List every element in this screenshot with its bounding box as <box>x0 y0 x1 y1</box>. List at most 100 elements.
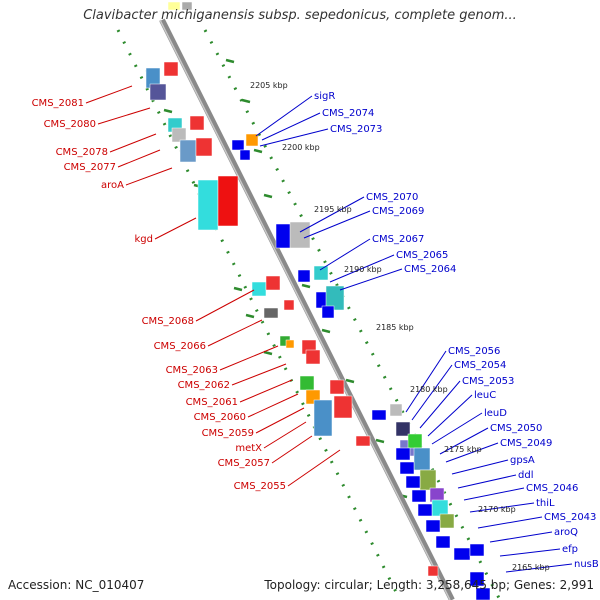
gene-feature[interactable] <box>435 535 451 549</box>
forward-gene-label[interactable]: CMS_2065 <box>396 250 448 261</box>
gene-feature[interactable] <box>217 175 239 227</box>
kbp-label: 2200 kbp <box>282 143 320 152</box>
reverse-gene-label[interactable]: CMS_2077 <box>64 162 116 173</box>
reverse-gene-label[interactable]: CMS_2059 <box>202 428 254 439</box>
forward-gene-label[interactable]: CMS_2050 <box>490 423 542 434</box>
gene-feature[interactable] <box>231 139 245 151</box>
gene-feature[interactable] <box>329 379 345 395</box>
scale-tick <box>241 98 251 104</box>
gene-feature[interactable] <box>171 127 187 143</box>
gene-feature[interactable] <box>413 447 431 471</box>
gene-feature[interactable] <box>275 223 293 249</box>
gene-feature[interactable] <box>265 275 281 291</box>
gene-feature[interactable] <box>149 83 167 101</box>
forward-gene-label[interactable]: thiL <box>536 498 555 509</box>
forward-gene-label[interactable]: CMS_2074 <box>322 108 374 119</box>
gene-features <box>145 1 491 600</box>
gene-feature[interactable] <box>355 435 371 447</box>
gene-feature[interactable] <box>425 519 441 533</box>
reverse-gene-label[interactable]: CMS_2057 <box>218 458 270 469</box>
reverse-gene-label[interactable]: CMS_2063 <box>166 365 218 376</box>
forward-gene-label[interactable]: CMS_2053 <box>462 376 514 387</box>
forward-gene-label[interactable]: sigR <box>314 91 335 102</box>
gene-feature[interactable] <box>325 285 345 311</box>
gene-feature[interactable] <box>313 399 333 437</box>
reverse-gene-label[interactable]: CMS_2066 <box>154 341 206 352</box>
forward-gene-label[interactable]: aroQ <box>554 527 578 538</box>
gene-feature[interactable] <box>407 433 423 449</box>
reverse-gene-label[interactable]: CMS_2062 <box>178 380 230 391</box>
reverse-gene-label[interactable]: CMS_2081 <box>32 98 84 109</box>
gene-feature[interactable] <box>167 1 181 11</box>
reverse-gene-label[interactable]: kgd <box>135 234 154 245</box>
gene-feature[interactable] <box>427 565 439 577</box>
forward-gene-label[interactable]: CMS_2070 <box>366 192 418 203</box>
gene-feature[interactable] <box>371 409 387 421</box>
reverse-gene-label[interactable]: CMS_2078 <box>56 147 108 158</box>
gene-feature[interactable] <box>395 447 411 461</box>
gene-feature[interactable] <box>239 149 251 161</box>
scale-tick <box>233 286 243 292</box>
forward-gene-label[interactable]: CMS_2064 <box>404 264 456 275</box>
gene-feature[interactable] <box>399 461 415 475</box>
forward-gene-label[interactable]: gpsA <box>510 455 535 466</box>
forward-leader <box>405 350 447 413</box>
forward-gene-label[interactable]: ddl <box>518 470 533 481</box>
scale-tick <box>301 283 311 289</box>
forward-gene-label[interactable]: CMS_2046 <box>526 483 578 494</box>
reverse-gene-label[interactable]: metX <box>235 443 262 454</box>
forward-gene-label[interactable]: CMS_2073 <box>330 124 382 135</box>
gene-feature[interactable] <box>297 269 311 283</box>
gene-feature[interactable] <box>431 499 449 517</box>
reverse-gene-label[interactable]: CMS_2060 <box>194 412 246 423</box>
forward-leader <box>445 442 499 463</box>
gene-feature[interactable] <box>197 179 219 231</box>
gene-feature[interactable] <box>469 571 485 587</box>
kbp-label: 2190 kbp <box>344 265 382 274</box>
gene-feature[interactable] <box>439 513 455 529</box>
gene-feature[interactable] <box>419 469 437 491</box>
forward-gene-label[interactable]: CMS_2069 <box>372 206 424 217</box>
gene-feature[interactable] <box>299 375 315 391</box>
gene-feature[interactable] <box>181 1 193 11</box>
reverse-leader <box>287 449 341 487</box>
gene-feature[interactable] <box>189 115 205 131</box>
gene-feature[interactable] <box>251 281 267 297</box>
forward-gene-label[interactable]: CMS_2056 <box>448 346 500 357</box>
gene-feature[interactable] <box>475 587 491 600</box>
reverse-gene-label[interactable]: CMS_2055 <box>234 481 286 492</box>
gene-feature[interactable] <box>283 299 295 311</box>
gene-feature[interactable] <box>245 133 259 147</box>
gene-feature[interactable] <box>453 547 471 561</box>
reverse-gene-label[interactable]: aroA <box>101 180 124 191</box>
forward-gene-label[interactable]: nusB <box>574 559 599 570</box>
forward-gene-label[interactable]: efp <box>562 544 578 555</box>
reverse-gene-label[interactable]: CMS_2080 <box>44 119 96 130</box>
gene-feature[interactable] <box>389 403 403 417</box>
reverse-gene-label[interactable]: CMS_2068 <box>142 316 194 327</box>
gene-feature[interactable] <box>305 349 321 365</box>
forward-gene-label[interactable]: CMS_2067 <box>372 234 424 245</box>
gene-feature[interactable] <box>411 489 427 503</box>
gene-feature[interactable] <box>289 221 311 249</box>
gene-feature[interactable] <box>163 61 179 77</box>
gene-feature[interactable] <box>405 475 421 489</box>
gene-feature[interactable] <box>333 395 353 419</box>
forward-gene-label[interactable]: CMS_2054 <box>454 360 506 371</box>
forward-gene-label[interactable]: leuC <box>474 390 496 401</box>
gene-feature[interactable] <box>263 307 279 319</box>
gene-feature[interactable] <box>285 339 295 349</box>
gene-feature[interactable] <box>321 305 335 319</box>
gene-feature[interactable] <box>395 421 411 437</box>
forward-gene-label[interactable]: leuD <box>484 408 507 419</box>
reverse-gene-label[interactable]: CMS_2061 <box>186 397 238 408</box>
forward-gene-label[interactable]: CMS_2049 <box>500 438 552 449</box>
gene-feature[interactable] <box>417 503 433 517</box>
gene-feature[interactable] <box>195 137 213 157</box>
forward-leader <box>439 427 489 455</box>
gene-feature[interactable] <box>179 139 197 163</box>
gene-feature[interactable] <box>469 543 485 557</box>
forward-gene-label[interactable]: CMS_2043 <box>544 512 596 523</box>
forward-leader <box>451 459 509 475</box>
gene-feature[interactable] <box>313 265 329 281</box>
